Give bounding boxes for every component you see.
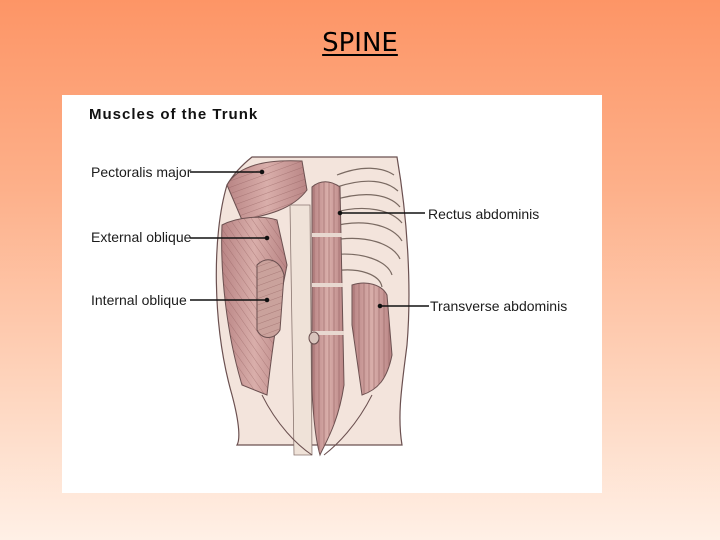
pelvic-lines: [261, 394, 373, 456]
navel: [308, 331, 320, 345]
label-external-oblique: External oblique: [91, 229, 192, 245]
pointer-lines: [190, 169, 429, 309]
label-pectoralis-major: Pectoralis major: [91, 164, 192, 180]
label-rectus-abdominis: Rectus abdominis: [428, 206, 540, 222]
figure-title: Muscles of the Trunk: [89, 106, 259, 123]
anatomy-figure: Muscles of the Trunk: [62, 95, 602, 493]
label-transverse-abdominis: Transverse abdominis: [430, 298, 568, 314]
label-internal-oblique: Internal oblique: [91, 292, 187, 308]
trunk-illustration: [190, 156, 429, 457]
rectus-abdominis-muscle: [308, 181, 345, 457]
slide-title: SPINE: [322, 28, 398, 58]
